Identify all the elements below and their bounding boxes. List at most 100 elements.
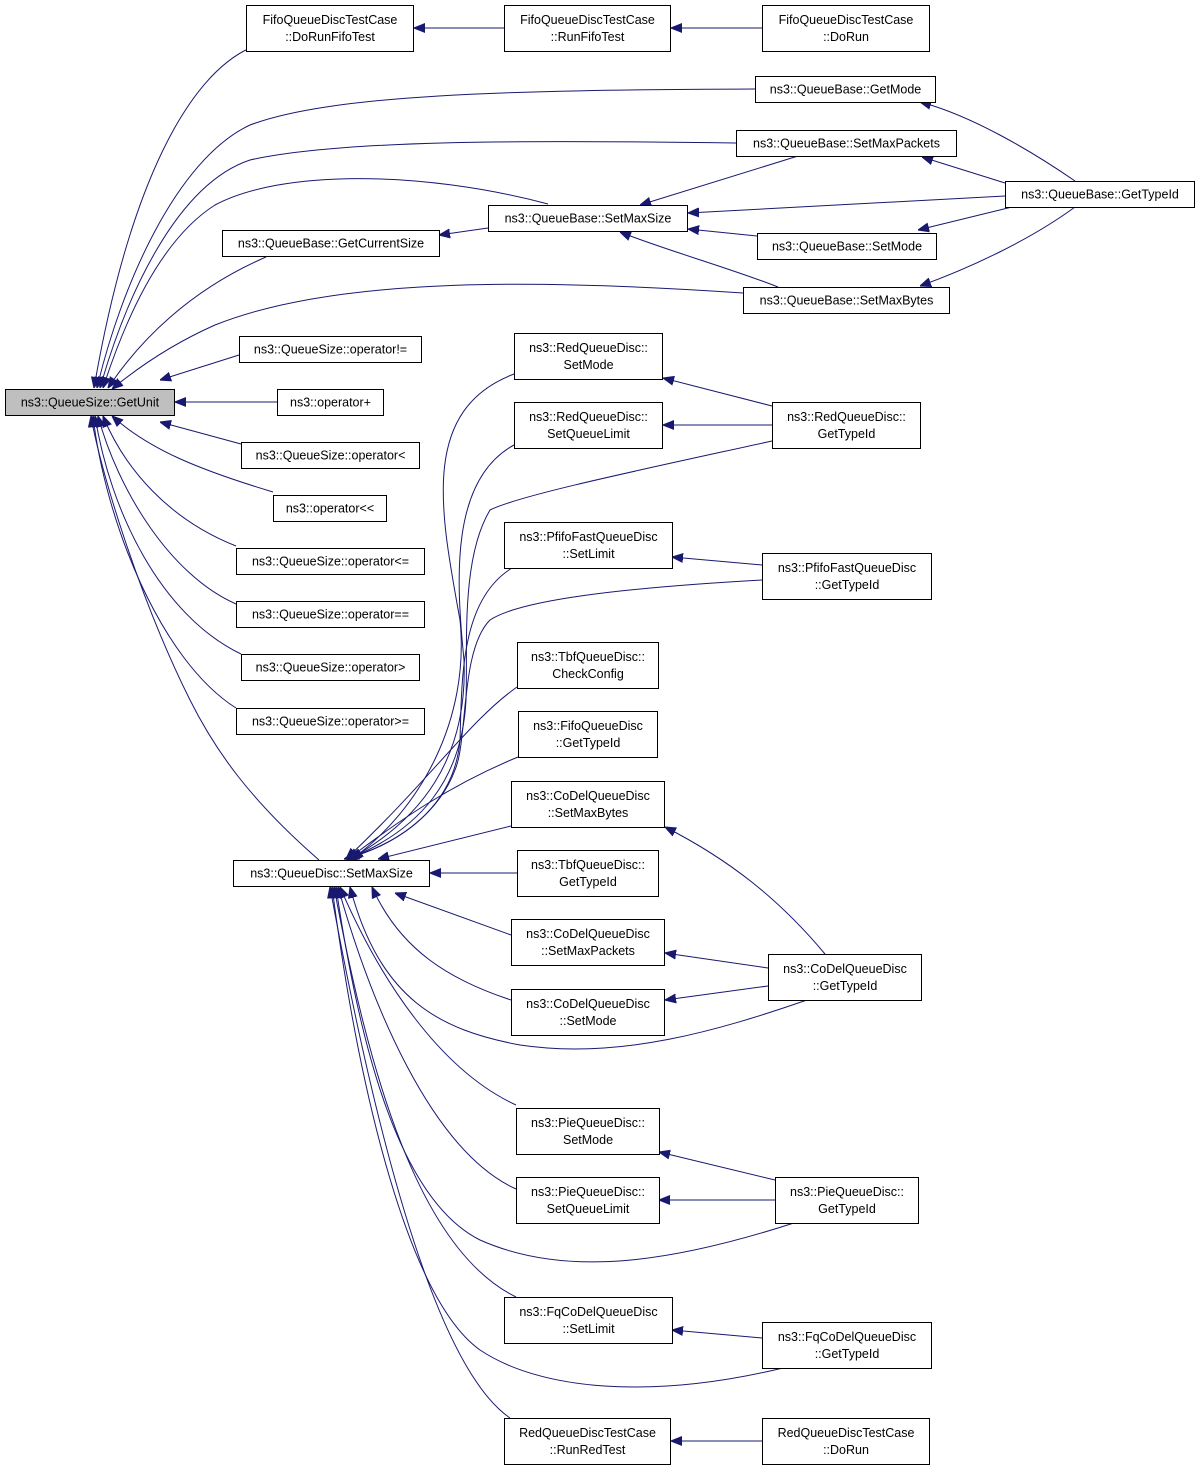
node-box xyxy=(488,205,688,232)
node-pfifo-setlimit[interactable]: ns3::PfifoFastQueueDisc::SetLimit xyxy=(504,522,673,569)
node-box xyxy=(504,5,671,52)
edge-qb-setmaxsize-to-getunit xyxy=(103,178,549,388)
node-box xyxy=(236,548,425,575)
node-label-line: ns3::QueueBase::GetCurrentSize xyxy=(238,237,424,251)
node-red-setmode[interactable]: ns3::RedQueueDisc::SetMode xyxy=(514,333,663,380)
node-fqcodel-gettypeid[interactable]: ns3::FqCoDelQueueDisc::GetTypeId xyxy=(762,1322,932,1369)
edge-op-lt-to-getunit xyxy=(160,422,242,445)
edge-red-setmode-to-qd-setmaxsize xyxy=(352,373,515,859)
node-qb-getmode[interactable]: ns3::QueueBase::GetMode xyxy=(755,76,936,103)
node-label-line: ns3::QueueBase::GetTypeId xyxy=(1021,188,1179,202)
node-fifo-runfifo[interactable]: FifoQueueDiscTestCase::RunFifoTest xyxy=(504,5,671,52)
node-box xyxy=(246,5,414,52)
node-label-line: ns3::QueueSize::operator>= xyxy=(252,715,409,729)
node-fifo-dorunfifo[interactable]: FifoQueueDiscTestCase::DoRunFifoTest xyxy=(246,5,414,52)
node-box xyxy=(757,233,937,260)
node-codel-setmaxpackets[interactable]: ns3::CoDelQueueDisc::SetMaxPackets xyxy=(511,919,665,966)
node-label-line: ns3::PfifoFastQueueDisc xyxy=(778,561,916,575)
node-box xyxy=(514,402,663,449)
node-label-line: ::SetLimit xyxy=(562,1322,615,1336)
node-tbf-gettypeid[interactable]: ns3::TbfQueueDisc::GetTypeId xyxy=(517,850,659,897)
node-pie-setmode[interactable]: ns3::PieQueueDisc::SetMode xyxy=(516,1108,660,1155)
node-box xyxy=(5,389,175,416)
node-box xyxy=(511,919,665,966)
node-label-line: ns3::CoDelQueueDisc xyxy=(526,927,650,941)
node-codel-setmode[interactable]: ns3::CoDelQueueDisc::SetMode xyxy=(511,989,665,1036)
edge-tbf-checkconfig-to-qd-setmaxsize xyxy=(346,686,518,859)
node-label-line: ns3::QueueDisc::SetMaxSize xyxy=(250,867,413,881)
node-label-line: ::DoRunFifoTest xyxy=(285,30,375,44)
edge-pfifo-gettypeid-to-pfifo-setlimit xyxy=(672,557,763,566)
edge-qb-setmaxsize-to-qb-getcurrentsize xyxy=(439,227,489,235)
node-op-ne[interactable]: ns3::QueueSize::operator!= xyxy=(239,336,422,363)
edge-codel-gettypeid-to-codel-setmaxbytes xyxy=(665,827,826,955)
node-fifoqd-gettypeid[interactable]: ns3::FifoQueueDisc::GetTypeId xyxy=(518,711,658,758)
node-codel-setmaxbytes[interactable]: ns3::CoDelQueueDisc::SetMaxBytes xyxy=(511,781,665,828)
node-box xyxy=(755,76,936,103)
node-box xyxy=(514,333,663,380)
node-label-line: ::DoRun xyxy=(823,30,869,44)
node-box xyxy=(504,1297,673,1344)
node-qd-setmaxsize[interactable]: ns3::QueueDisc::SetMaxSize xyxy=(233,860,430,887)
node-qb-getcurrentsize[interactable]: ns3::QueueBase::GetCurrentSize xyxy=(222,230,440,257)
node-op-le[interactable]: ns3::QueueSize::operator<= xyxy=(236,548,425,575)
node-box xyxy=(762,1322,932,1369)
node-pie-setqueuelimit[interactable]: ns3::PieQueueDisc::SetQueueLimit xyxy=(516,1177,660,1224)
node-red-setqueuelimit[interactable]: ns3::RedQueueDisc::SetQueueLimit xyxy=(514,402,663,449)
node-label-line: RedQueueDiscTestCase xyxy=(778,1426,915,1440)
node-box xyxy=(504,522,673,569)
node-label-line: ns3::FqCoDelQueueDisc xyxy=(778,1330,916,1344)
node-fqcodel-setlimit[interactable]: ns3::FqCoDelQueueDisc::SetLimit xyxy=(504,1297,673,1344)
node-label-line: ns3::QueueSize::operator!= xyxy=(254,343,407,357)
edge-fifoqd-gettypeid-to-qd-setmaxsize xyxy=(348,756,519,859)
node-label-line: GetTypeId xyxy=(559,875,617,889)
node-qb-setmode[interactable]: ns3::QueueBase::SetMode xyxy=(757,233,937,260)
node-qb-setmaxbytes[interactable]: ns3::QueueBase::SetMaxBytes xyxy=(743,287,950,314)
edge-qb-setmaxbytes-to-getunit xyxy=(112,283,744,389)
node-op-gt[interactable]: ns3::QueueSize::operator> xyxy=(241,654,420,681)
edge-qb-setmode-to-qb-setmaxsize xyxy=(688,229,758,237)
node-label-line: ns3::FqCoDelQueueDisc xyxy=(519,1305,657,1319)
node-box xyxy=(511,989,665,1036)
node-label-line: ns3::CoDelQueueDisc xyxy=(783,962,907,976)
node-label-line: ns3::PieQueueDisc:: xyxy=(531,1116,645,1130)
node-box xyxy=(504,1418,671,1465)
node-fifo-dorun[interactable]: FifoQueueDiscTestCase::DoRun xyxy=(762,5,930,52)
node-box xyxy=(236,708,425,735)
node-label-line: FifoQueueDiscTestCase xyxy=(779,13,914,27)
node-op-shl[interactable]: ns3::operator<< xyxy=(273,495,387,522)
node-redtest-runred[interactable]: RedQueueDiscTestCase::RunRedTest xyxy=(504,1418,671,1465)
node-getunit[interactable]: ns3::QueueSize::GetUnit xyxy=(5,389,175,416)
node-qb-gettypeid[interactable]: ns3::QueueBase::GetTypeId xyxy=(1005,181,1195,208)
node-op-lt[interactable]: ns3::QueueSize::operator< xyxy=(241,442,420,469)
node-qb-setmaxsize[interactable]: ns3::QueueBase::SetMaxSize xyxy=(488,205,688,232)
node-label-line: ::SetMaxBytes xyxy=(548,806,629,820)
node-label-line: SetMode xyxy=(563,1133,613,1147)
node-redtest-dorun[interactable]: RedQueueDiscTestCase::DoRun xyxy=(762,1418,930,1465)
node-codel-gettypeid[interactable]: ns3::CoDelQueueDisc::GetTypeId xyxy=(768,954,922,1001)
node-label-line: ns3::TbfQueueDisc:: xyxy=(531,650,645,664)
node-box xyxy=(233,860,430,887)
edge-qb-getmode-to-getunit xyxy=(97,88,756,388)
edge-qb-setmaxpackets-to-qb-setmaxsize xyxy=(640,155,799,205)
node-label-line: RedQueueDiscTestCase xyxy=(519,1426,656,1440)
node-label-line: ns3::RedQueueDisc:: xyxy=(529,410,648,424)
node-label-line: ns3::CoDelQueueDisc xyxy=(526,789,650,803)
node-label-line: ::RunFifoTest xyxy=(551,30,625,44)
node-label-line: ns3::RedQueueDisc:: xyxy=(529,341,648,355)
node-op-eq[interactable]: ns3::QueueSize::operator== xyxy=(236,601,425,628)
edge-codel-setmaxpackets-to-qd-setmaxsize xyxy=(395,893,512,936)
node-pie-gettypeid[interactable]: ns3::PieQueueDisc::GetTypeId xyxy=(775,1177,919,1224)
node-op-ge[interactable]: ns3::QueueSize::operator>= xyxy=(236,708,425,735)
edge-fqcodel-gettypeid-to-fqcodel-setlimit xyxy=(672,1330,763,1339)
node-label-line: ::GetTypeId xyxy=(813,979,878,993)
edge-op-ne-to-getunit xyxy=(160,354,240,380)
node-qb-setmaxpackets[interactable]: ns3::QueueBase::SetMaxPackets xyxy=(736,130,957,157)
node-pfifo-gettypeid[interactable]: ns3::PfifoFastQueueDisc::GetTypeId xyxy=(762,553,932,600)
node-tbf-checkconfig[interactable]: ns3::TbfQueueDisc::CheckConfig xyxy=(517,642,659,689)
node-box xyxy=(762,5,930,52)
node-box xyxy=(768,954,922,1001)
node-box xyxy=(222,230,440,257)
node-red-gettypeid[interactable]: ns3::RedQueueDisc::GetTypeId xyxy=(772,402,921,449)
node-op-plus[interactable]: ns3::operator+ xyxy=(277,389,384,416)
